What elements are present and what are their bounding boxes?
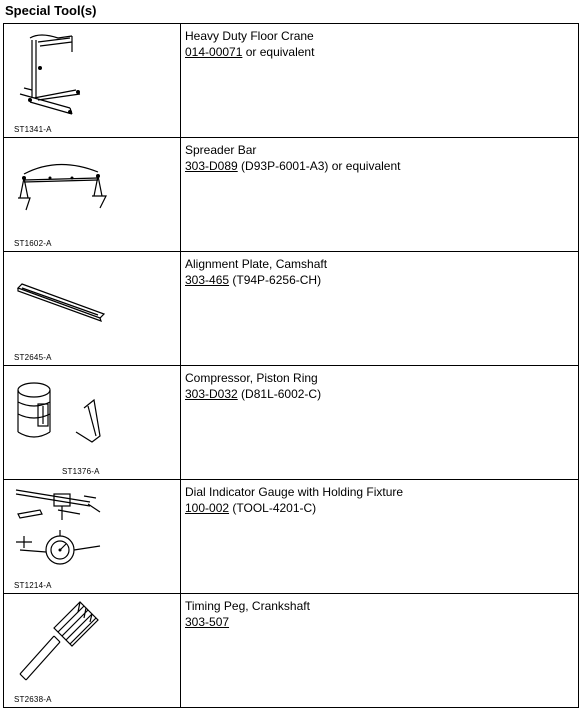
- part-number-link[interactable]: 303-D032: [185, 387, 238, 401]
- tool-description-cell: Timing Peg, Crankshaft 303-507: [180, 593, 579, 708]
- tool-name: Spreader Bar: [185, 143, 257, 157]
- special-tools-table: ST1341-A Heavy Duty Floor Crane 014-0007…: [3, 23, 579, 708]
- timing-peg-icon: [19, 601, 99, 681]
- table-row: ST2645-A Alignment Plate, Camshaft 303-4…: [3, 251, 579, 366]
- table-row: ST1341-A Heavy Duty Floor Crane 014-0007…: [3, 23, 579, 138]
- part-suffix: (D81L-6002-C): [237, 387, 322, 401]
- piston-ring-compressor-icon: [17, 382, 101, 443]
- figure-code: ST2638-A: [14, 695, 52, 704]
- part-number-link[interactable]: 303-507: [185, 615, 230, 629]
- part-suffix: (T94P-6256-CH): [229, 273, 322, 287]
- part-suffix: or equivalent: [242, 45, 315, 59]
- tool-name: Alignment Plate, Camshaft: [185, 257, 328, 271]
- tool-description-cell: Compressor, Piston Ring 303-D032 (D81L-6…: [180, 365, 579, 480]
- figure-code: ST2645-A: [14, 353, 52, 362]
- tool-part-line: 100-002 (TOOL-4201-C): [185, 500, 578, 516]
- figure-code: ST1602-A: [14, 239, 52, 248]
- tool-image-cell: ST2638-A: [3, 593, 181, 708]
- table-row: ST1602-A Spreader Bar 303-D089 (D93P-600…: [3, 137, 579, 252]
- tool-part-line: 014-00071 or equivalent: [185, 44, 578, 60]
- tool-description-cell: Spreader Bar 303-D089 (D93P-6001-A3) or …: [180, 137, 579, 252]
- part-suffix: (D93P-6001-A3) or equivalent: [237, 159, 401, 173]
- tool-image-cell: ST1602-A: [3, 137, 181, 252]
- tool-part-line: 303-507: [185, 614, 578, 630]
- table-row: ST2638-A Timing Peg, Crankshaft 303-507: [3, 593, 579, 708]
- part-number-link[interactable]: 100-002: [185, 501, 230, 515]
- floor-crane-icon: [19, 34, 81, 115]
- tool-part-line: 303-D032 (D81L-6002-C): [185, 386, 578, 402]
- tool-name: Dial Indicator Gauge with Holding Fixtur…: [185, 485, 404, 499]
- tool-part-line: 303-465 (T94P-6256-CH): [185, 272, 578, 288]
- part-suffix: (TOOL-4201-C): [229, 501, 317, 515]
- part-number-link[interactable]: 303-D089: [185, 159, 238, 173]
- part-number-link[interactable]: 014-00071: [185, 45, 243, 59]
- tool-description-cell: Alignment Plate, Camshaft 303-465 (T94P-…: [180, 251, 579, 366]
- tool-name: Timing Peg, Crankshaft: [185, 599, 310, 613]
- figure-code: ST1214-A: [14, 581, 52, 590]
- tool-name: Compressor, Piston Ring: [185, 371, 318, 385]
- page-title: Special Tool(s): [5, 3, 97, 18]
- spreader-bar-icon: [18, 163, 107, 211]
- figure-code: ST1341-A: [14, 125, 52, 134]
- tool-image-cell: ST1376-A: [3, 365, 181, 480]
- part-number-link[interactable]: 303-465: [185, 273, 230, 287]
- alignment-plate-icon: [16, 283, 106, 322]
- dial-indicator-icon: [15, 489, 101, 565]
- tool-image-cell: ST1214-A: [3, 479, 181, 594]
- table-row: ST1214-A Dial Indicator Gauge with Holdi…: [3, 479, 579, 594]
- figure-code: ST1376-A: [62, 467, 100, 476]
- table-row: ST1376-A Compressor, Piston Ring 303-D03…: [3, 365, 579, 480]
- tool-part-line: 303-D089 (D93P-6001-A3) or equivalent: [185, 158, 578, 174]
- tool-description-cell: Heavy Duty Floor Crane 014-00071 or equi…: [180, 23, 579, 138]
- tool-description-cell: Dial Indicator Gauge with Holding Fixtur…: [180, 479, 579, 594]
- tool-image-cell: ST1341-A: [3, 23, 181, 138]
- tool-image-cell: ST2645-A: [3, 251, 181, 366]
- tool-name: Heavy Duty Floor Crane: [185, 29, 314, 43]
